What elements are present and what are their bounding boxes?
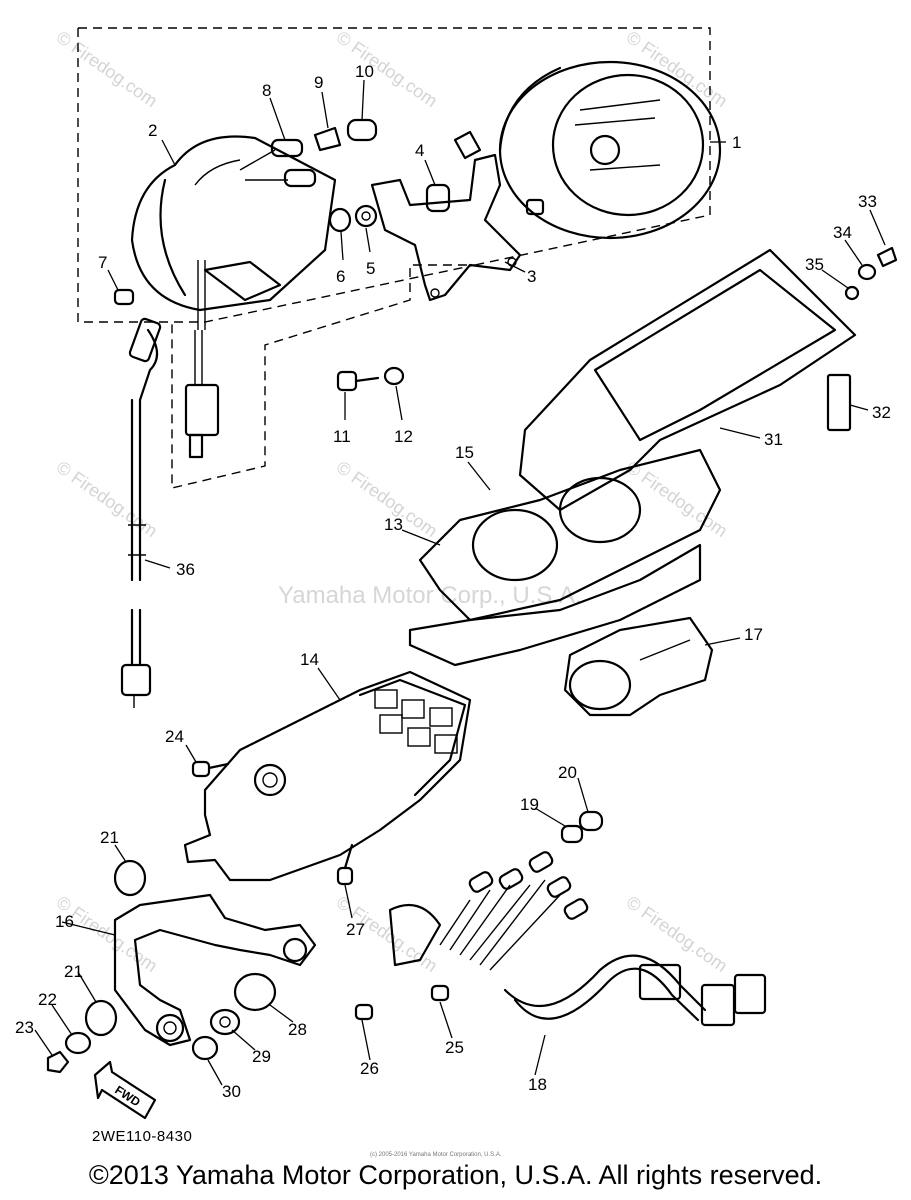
callout-number: 8	[262, 81, 271, 100]
callout-number: 7	[98, 253, 107, 272]
watermark-center: Yamaha Motor Corp., U.S.A.	[278, 582, 582, 609]
callout-number: 6	[336, 267, 345, 286]
part-meter-face	[563, 616, 714, 717]
assembly-boundary	[77, 28, 476, 489]
part-speedometer	[498, 60, 722, 240]
callout-number: 15	[455, 443, 474, 462]
callout-number: 36	[176, 560, 195, 579]
callout-number: 3	[527, 267, 536, 286]
part-screw	[113, 288, 135, 306]
diagram-code: 2WE110-8430	[92, 1128, 193, 1145]
callout-number: 34	[833, 223, 852, 242]
watermark: © Firedog.com	[623, 27, 731, 111]
callout-number: 23	[15, 1018, 34, 1037]
part-grommets	[328, 183, 451, 233]
callout-number: 29	[252, 1047, 271, 1066]
callout-number: 1	[732, 133, 741, 152]
part-meter-bracket	[370, 130, 522, 302]
part-instrument-panel	[408, 246, 898, 667]
callout-number: 21	[100, 828, 119, 847]
callout-number: 20	[558, 763, 577, 782]
callout-number: 27	[346, 920, 365, 939]
callout-number: 14	[300, 650, 319, 669]
watermark-layer: © Firedog.com © Firedog.com © Firedog.co…	[53, 27, 731, 976]
part-lead-connector	[184, 330, 220, 459]
part-wire-harness	[354, 810, 767, 1027]
callout-number: 11	[333, 427, 351, 446]
callouts: 1 2 3 4 5 6 7 8 9 10 11 12 13 14 15 16 1…	[15, 62, 891, 1101]
fwd-arrow: FWD	[93, 1060, 157, 1120]
callout-number: 26	[360, 1059, 379, 1078]
callout-number: 32	[872, 403, 891, 422]
callout-number: 22	[38, 990, 57, 1009]
callout-number: 28	[288, 1020, 307, 1039]
callout-number: 31	[764, 430, 783, 449]
callout-number: 9	[314, 73, 323, 92]
callout-number: 33	[858, 192, 877, 211]
part-bulb-sockets	[239, 118, 378, 188]
callout-number: 35	[805, 255, 824, 274]
part-lower-bracket	[113, 893, 317, 1047]
part-dampers	[46, 859, 277, 1074]
callout-number: 2	[148, 121, 157, 140]
callout-number: 16	[55, 912, 74, 931]
leader-lines	[34, 79, 886, 1086]
callout-number: 19	[520, 795, 539, 814]
callout-number: 5	[366, 259, 375, 278]
watermark: © Firedog.com	[623, 892, 731, 976]
callout-number: 17	[744, 625, 763, 644]
watermark: © Firedog.com	[333, 27, 441, 111]
callout-number: 24	[165, 727, 184, 746]
watermark: © Firedog.com	[53, 27, 161, 111]
callout-number: 13	[384, 515, 403, 534]
parts-diagram: © Firedog.com © Firedog.com © Firedog.co…	[15, 27, 898, 1120]
callout-number: 18	[528, 1075, 547, 1094]
watermark: © Firedog.com	[53, 457, 161, 541]
small-copyright: (c) 2005-2016 Yamaha Motor Corporation, …	[370, 1152, 502, 1158]
part-bolt	[336, 366, 405, 392]
callout-number: 21	[64, 962, 83, 981]
callout-number: 4	[415, 141, 424, 160]
part-lower-cover	[183, 670, 472, 882]
part-screws-small	[191, 760, 354, 886]
assembly-boundary-top	[78, 27, 711, 266]
callout-number: 25	[445, 1038, 464, 1057]
part-speedometer-cable	[120, 317, 162, 708]
part-meter-case	[130, 135, 337, 330]
callout-number: 10	[355, 62, 374, 81]
callout-number: 12	[394, 427, 413, 446]
copyright-notice: ©2013 Yamaha Motor Corporation, U.S.A. A…	[88, 1160, 823, 1190]
callout-number: 30	[222, 1082, 241, 1101]
